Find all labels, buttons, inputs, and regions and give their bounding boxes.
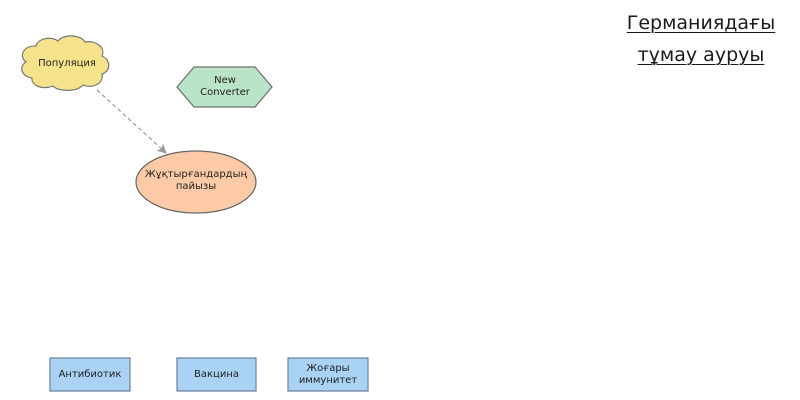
infected-ellipse-shape[interactable]	[135, 150, 257, 214]
antibiotic-box-shape[interactable]	[49, 357, 131, 392]
title-line-2: тұмау ауруы	[637, 44, 765, 66]
connector-population-to-infected[interactable]	[96, 89, 167, 154]
immunity-box-shape[interactable]	[287, 357, 369, 392]
population-cloud-shape[interactable]	[21, 35, 110, 91]
title-line-1: Германиядағы	[626, 12, 776, 34]
vaccine-box-shape[interactable]	[176, 357, 257, 392]
converter-hexagon-shape[interactable]	[176, 66, 273, 108]
